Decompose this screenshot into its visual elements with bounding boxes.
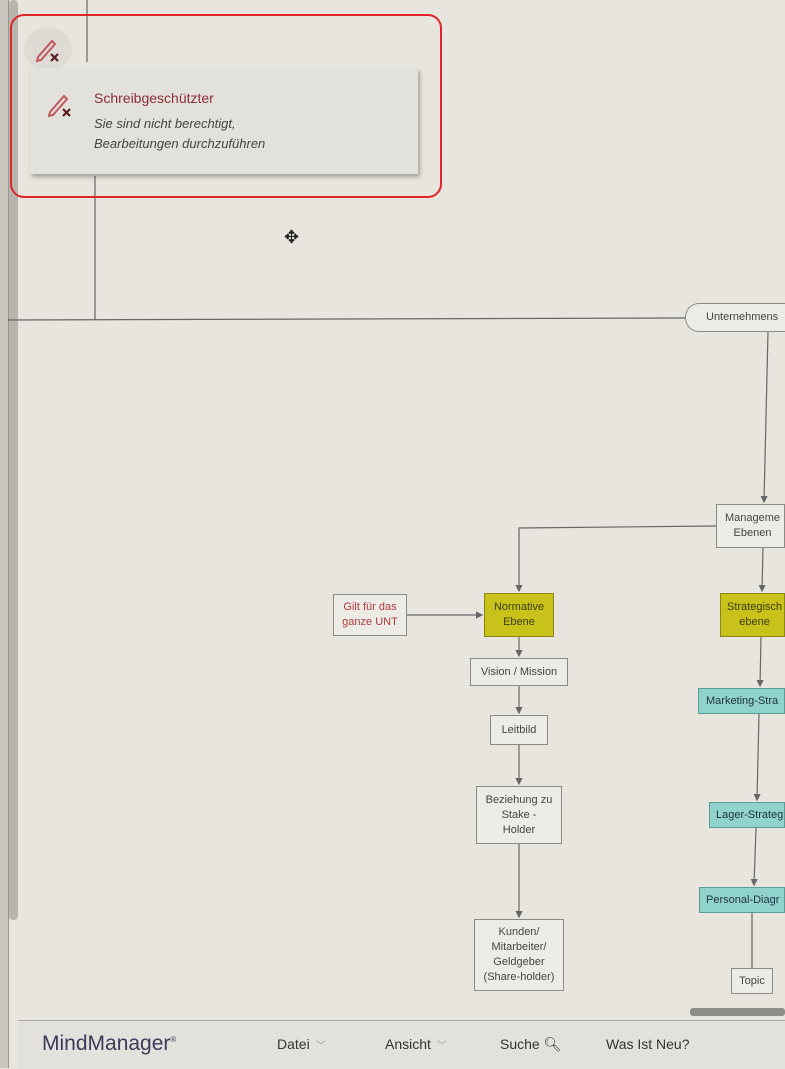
left-panel-edge bbox=[0, 0, 9, 1068]
topic-gilt[interactable]: Gilt für das ganze UNT bbox=[333, 594, 407, 636]
topic-root[interactable]: Unternehmens bbox=[685, 303, 785, 332]
topic-beziehung[interactable]: Beziehung zu Stake - Holder bbox=[476, 786, 562, 844]
pencil-x-icon bbox=[35, 39, 59, 63]
topic-vision[interactable]: Vision / Mission bbox=[470, 658, 568, 686]
topic-normative[interactable]: Normative Ebene bbox=[484, 593, 554, 637]
topic-kunden[interactable]: Kunden/ Mitarbeiter/ Geldgeber (Share-ho… bbox=[474, 919, 564, 991]
menu-label: Ansicht bbox=[385, 1036, 431, 1052]
horizontal-scrollbar[interactable] bbox=[690, 1008, 785, 1016]
read-only-notification: Schreibgeschützter Sie sind nicht berech… bbox=[30, 68, 418, 174]
pencil-x-icon bbox=[47, 94, 71, 118]
topic-lager[interactable]: Lager-Strateg bbox=[709, 802, 785, 828]
chevron-down-icon: ﹀ bbox=[436, 1041, 447, 1052]
chevron-down-icon: ﹀ bbox=[315, 1041, 326, 1052]
menu-whats-new[interactable]: Was Ist Neu? bbox=[606, 1036, 690, 1052]
menu-datei[interactable]: Datei ﹀ bbox=[277, 1036, 326, 1052]
menu-label: Suche bbox=[500, 1036, 540, 1052]
move-cursor-icon: ✥ bbox=[284, 227, 300, 247]
topic-marketing[interactable]: Marketing-Stra bbox=[698, 688, 785, 714]
topic-management[interactable]: Manageme Ebenen bbox=[716, 504, 785, 548]
app-logo: MindManager® bbox=[42, 1032, 176, 1056]
notification-title: Schreibgeschützter bbox=[94, 90, 214, 106]
topic-topic[interactable]: Topic bbox=[731, 968, 773, 994]
menu-ansicht[interactable]: Ansicht ﹀ bbox=[385, 1036, 447, 1052]
read-only-indicator-button[interactable] bbox=[24, 27, 72, 71]
vertical-scrollbar[interactable] bbox=[9, 0, 18, 920]
notification-message: Sie sind nicht berechtigt, Bearbeitungen… bbox=[94, 116, 266, 151]
topic-leitbild[interactable]: Leitbild bbox=[490, 715, 548, 745]
logo-text: MindManager bbox=[42, 1032, 171, 1055]
search-icon: 🔍︎ bbox=[543, 1036, 562, 1052]
logo-mark: ® bbox=[170, 1035, 177, 1044]
topic-personal[interactable]: Personal-Diagr bbox=[699, 887, 785, 913]
topic-strategic[interactable]: Strategisch ebene bbox=[720, 593, 785, 637]
bottom-menu-bar: MindManager® Datei ﹀ Ansicht ﹀ Suche 🔍︎ Wa… bbox=[18, 1020, 785, 1069]
highlight-outline bbox=[10, 14, 442, 198]
menu-label: Datei bbox=[277, 1036, 310, 1052]
menu-suche[interactable]: Suche 🔍︎ bbox=[500, 1036, 561, 1053]
